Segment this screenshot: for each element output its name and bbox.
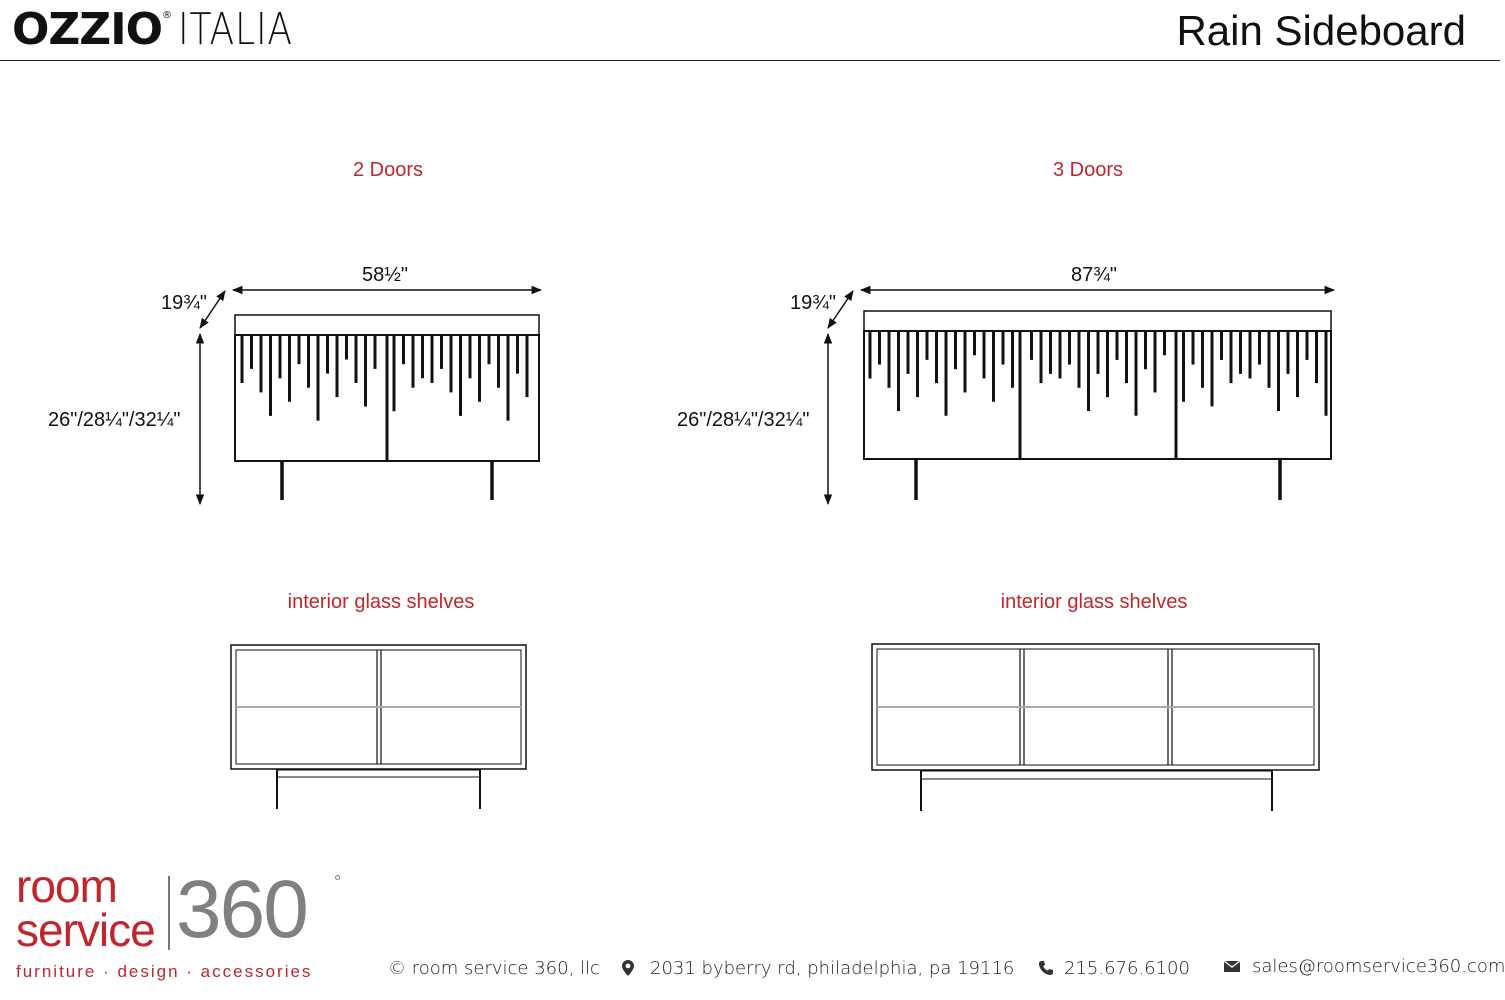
depth-dimension-line bbox=[827, 290, 854, 329]
width-label-3-doors: 87¾" bbox=[1071, 264, 1118, 286]
depth-label-3-doors: 19¾" bbox=[790, 292, 837, 314]
variant-title-2-doors: 2 Doors bbox=[352, 159, 424, 181]
depth-label-2-doors: 19¾" bbox=[161, 292, 208, 314]
sideboard-3-doors-interior bbox=[871, 643, 1320, 811]
height-label-2-doors: 26"/28¼"/32¼" bbox=[48, 409, 181, 431]
map-pin-icon bbox=[622, 960, 634, 981]
footer-email[interactable]: sales@roomservice360.com bbox=[1252, 956, 1505, 977]
footer-logo-divider bbox=[168, 876, 170, 950]
interior-title-3-doors: interior glass shelves bbox=[1000, 591, 1188, 613]
brand-registered-mark: ® bbox=[162, 10, 172, 21]
sideboard-3-doors-front bbox=[823, 285, 1336, 506]
top-slab bbox=[863, 310, 1332, 332]
footer-copyright: © room service 360, llc bbox=[388, 958, 600, 979]
footer-logo-360: 360 bbox=[176, 864, 309, 955]
sideboard-2-doors-interior bbox=[230, 644, 527, 809]
page-title: Rain Sideboard bbox=[1176, 7, 1466, 54]
variant-title-3-doors: 3 Doors bbox=[1052, 159, 1124, 181]
outer-frame bbox=[871, 643, 1320, 771]
sideboard-2-doors-front bbox=[195, 285, 543, 506]
cabinet-body bbox=[863, 330, 1332, 460]
interior-title-2-doors: interior glass shelves bbox=[287, 591, 475, 613]
height-label-3-doors: 26"/28¼"/32¼" bbox=[677, 409, 810, 431]
rain-pattern bbox=[240, 336, 529, 421]
footer-tagline: furniture · design · accessories bbox=[16, 962, 313, 981]
page-header: OZZIO ® ITALIA Rain Sideboard bbox=[0, 0, 1500, 61]
depth-dimension-line bbox=[199, 290, 226, 329]
footer-logo-degree: ° bbox=[334, 872, 342, 892]
envelope-icon bbox=[1223, 960, 1241, 978]
footer-address: 2031 byberry rd, philadelphia, pa 19116 bbox=[650, 958, 1015, 979]
footer-phone[interactable]: 215.676.6100 bbox=[1064, 958, 1190, 979]
rain-pattern bbox=[868, 332, 1328, 416]
phone-icon bbox=[1038, 960, 1054, 981]
outer-frame bbox=[230, 644, 527, 770]
footer-logo-service: service bbox=[16, 904, 156, 956]
footer-logo-room: room bbox=[16, 860, 118, 912]
top-slab bbox=[234, 314, 540, 336]
brand-subtitle: ITALIA bbox=[178, 4, 293, 55]
brand-logo: OZZIO bbox=[12, 4, 163, 55]
width-label-2-doors: 58½" bbox=[362, 264, 409, 286]
